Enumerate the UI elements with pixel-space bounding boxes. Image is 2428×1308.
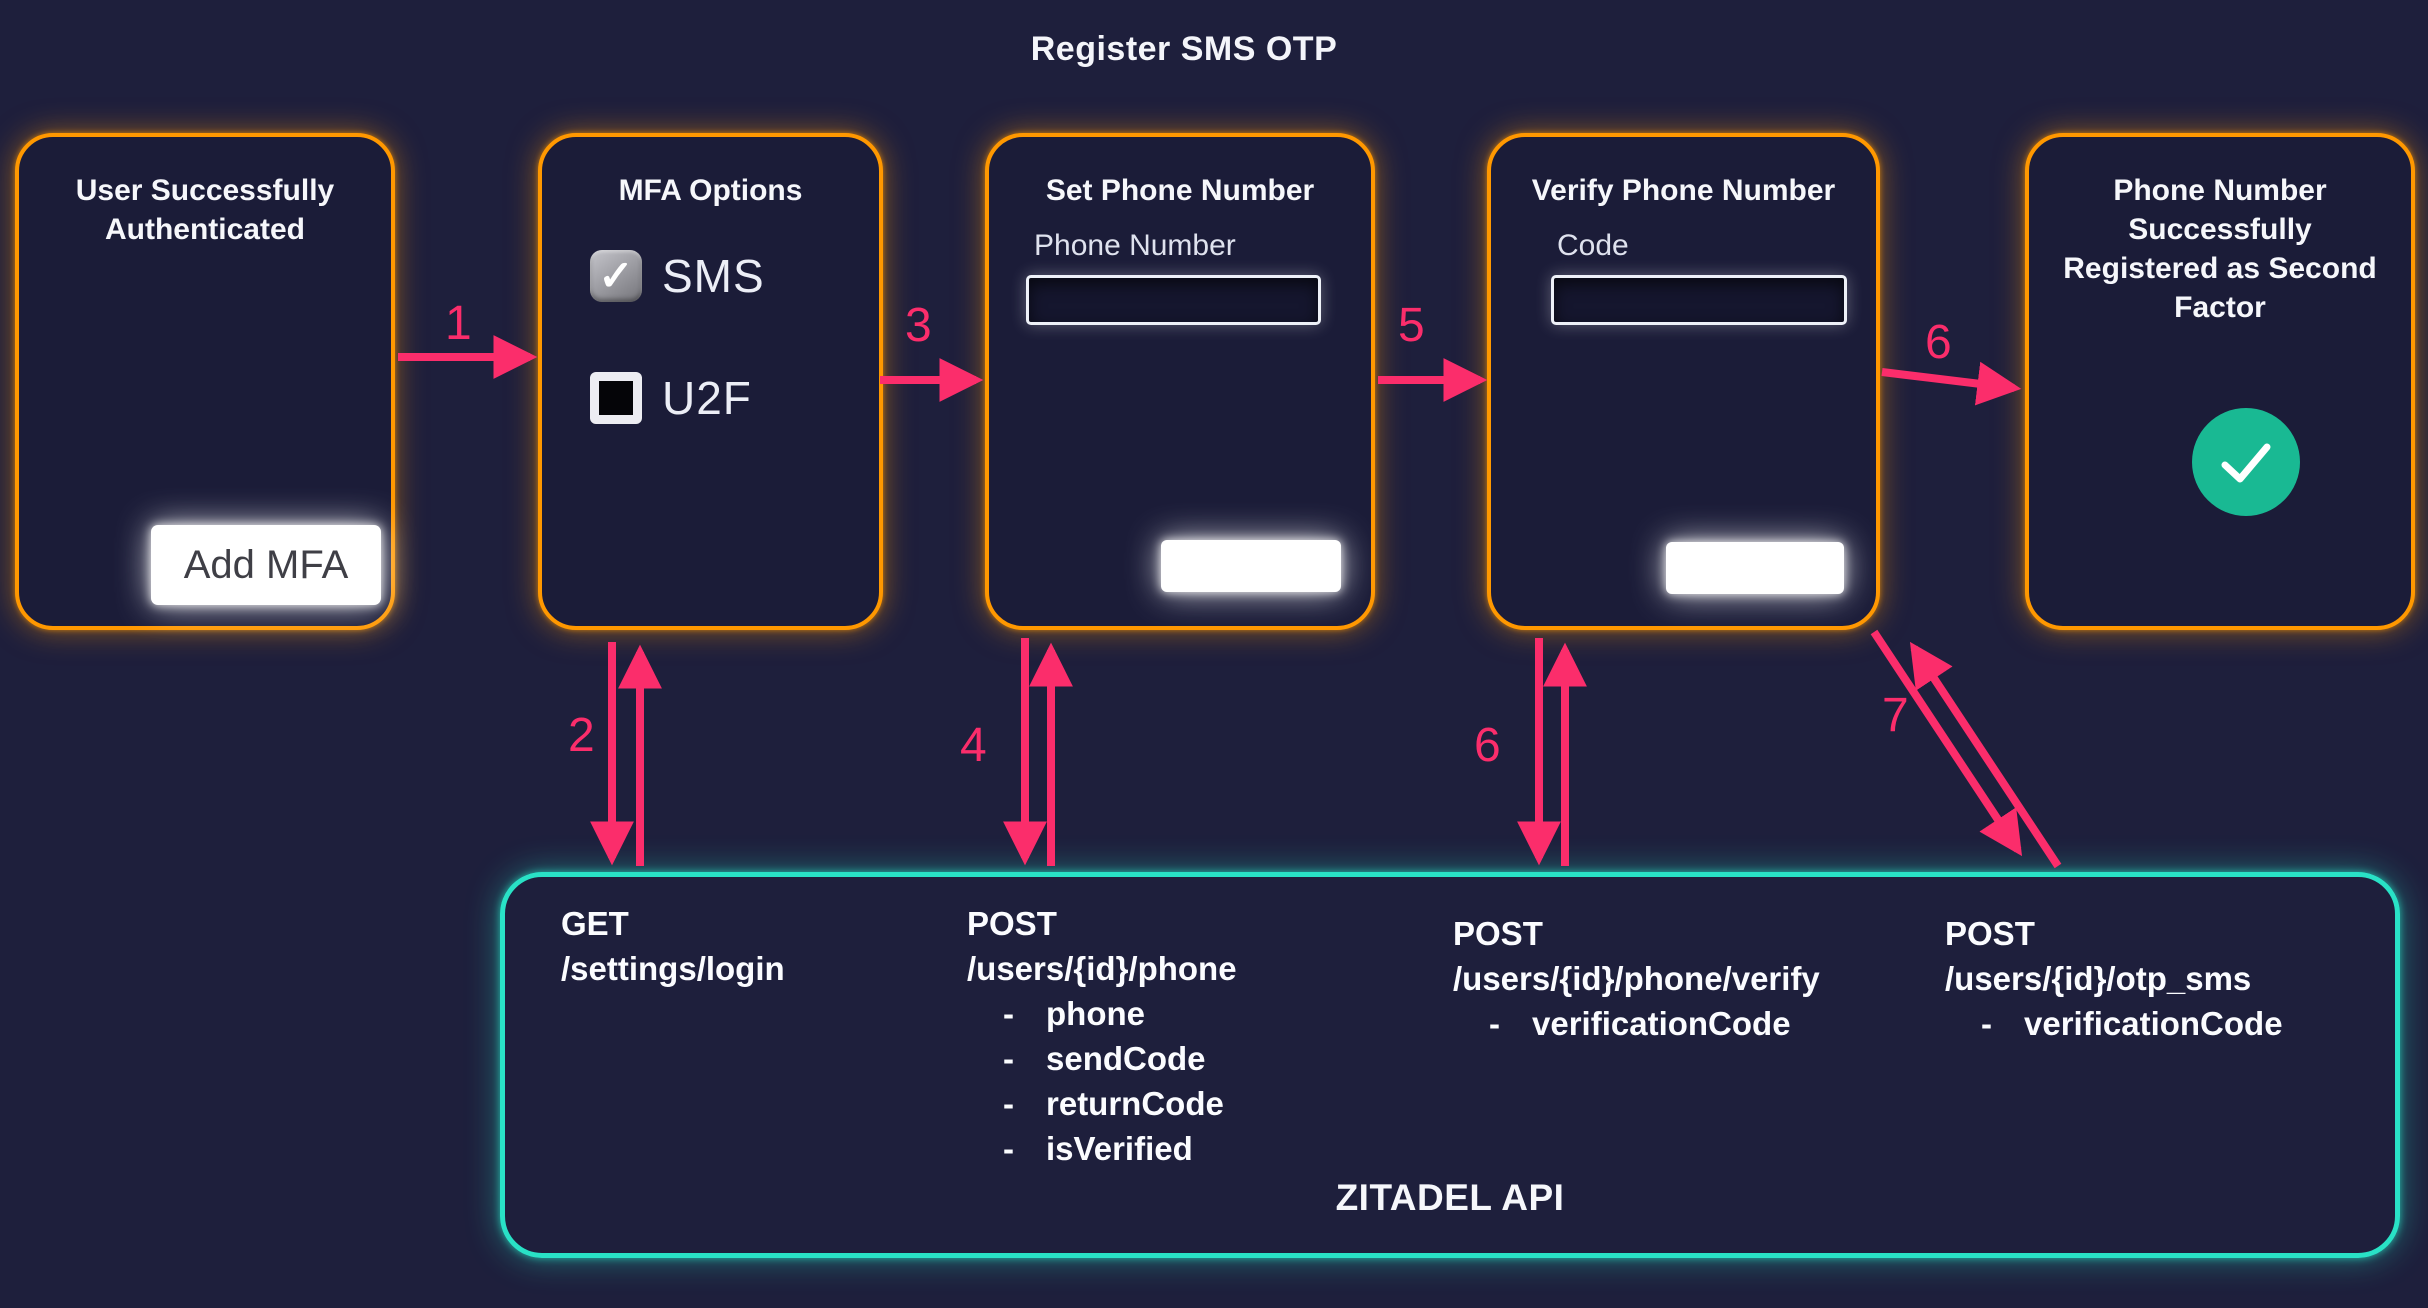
arrow-step6-flow	[1881, 361, 2022, 406]
step-label-6-flow: 6	[1925, 316, 1952, 369]
step-label-5: 5	[1398, 299, 1425, 352]
phone-number-input[interactable]	[1026, 275, 1321, 325]
endpoint-params: verificationCode	[1945, 1001, 2283, 1046]
verify-code-submit-button[interactable]	[1666, 542, 1844, 594]
endpoint-param: verificationCode	[1981, 1001, 2283, 1046]
card-title: Verify Phone Number	[1531, 174, 1836, 207]
http-method: POST	[1945, 915, 2035, 952]
success-check-icon	[2192, 408, 2300, 516]
step-label-1: 1	[445, 297, 472, 350]
square-icon	[599, 381, 633, 415]
endpoint-param: verificationCode	[1489, 1001, 1820, 1046]
mfa-option-label: SMS	[662, 250, 765, 302]
endpoint-param: phone	[1003, 991, 1237, 1036]
zitadel-api-box: GET /settings/login POST /users/{id}/pho…	[500, 872, 2400, 1258]
card-user-authenticated: User Successfully Authenticated Add MFA	[15, 133, 395, 630]
http-method: POST	[1453, 915, 1543, 952]
endpoint-path: /users/{id}/otp_sms	[1945, 960, 2252, 997]
endpoint-params: verificationCode	[1453, 1001, 1820, 1046]
set-phone-submit-button[interactable]	[1161, 540, 1341, 592]
endpoint-path: /users/{id}/phone	[967, 950, 1237, 987]
endpoint-param: returnCode	[1003, 1081, 1237, 1126]
code-input[interactable]	[1551, 275, 1847, 325]
endpoint-path: /users/{id}/phone/verify	[1453, 960, 1820, 997]
mfa-option-label: U2F	[662, 372, 752, 424]
mfa-option-sms: ✓ SMS	[590, 249, 765, 303]
page-title: Register SMS OTP	[1030, 30, 1338, 68]
card-verify-phone-number: Verify Phone Number Code	[1487, 133, 1880, 630]
card-title: User Successfully Authenticated	[75, 174, 335, 246]
zitadel-api-label: ZITADEL API	[1335, 1177, 1565, 1218]
card-set-phone-number: Set Phone Number Phone Number	[985, 133, 1375, 630]
endpoint-param: isVerified	[1003, 1126, 1237, 1171]
checkmark-glyph	[2221, 443, 2271, 483]
mfa-option-u2f: U2F	[590, 371, 752, 425]
card-title: MFA Options	[618, 174, 803, 207]
check-icon: ✓	[598, 252, 634, 299]
card-title: Set Phone Number	[1045, 174, 1315, 207]
arrow-step7-response	[1909, 641, 2062, 869]
endpoint-otp-sms: POST /users/{id}/otp_sms verificationCod…	[1945, 911, 2283, 1046]
step-label-6-api: 6	[1474, 719, 1501, 772]
http-method: POST	[967, 905, 1057, 942]
add-mfa-button[interactable]: Add MFA	[151, 525, 381, 605]
endpoint-settings-login: GET /settings/login	[561, 901, 785, 991]
endpoint-phone-verify: POST /users/{id}/phone/verify verificati…	[1453, 911, 1820, 1046]
sms-checkbox-checked[interactable]: ✓	[590, 250, 642, 302]
step-label-7: 7	[1882, 689, 1909, 742]
step-label-4: 4	[960, 719, 987, 772]
http-method: GET	[561, 905, 629, 942]
u2f-checkbox-unchecked[interactable]	[590, 372, 642, 424]
code-label: Code	[1557, 229, 1629, 262]
endpoint-param: sendCode	[1003, 1036, 1237, 1081]
endpoint-users-phone: POST /users/{id}/phone phone sendCode re…	[967, 901, 1237, 1171]
card-phone-registered: Phone Number Successfully Registered as …	[2025, 133, 2415, 630]
endpoint-path: /settings/login	[561, 950, 785, 987]
step-label-3: 3	[905, 299, 932, 352]
card-title: Phone Number Successfully Registered as …	[2063, 174, 2377, 324]
card-mfa-options: MFA Options ✓ SMS U2F	[538, 133, 883, 630]
endpoint-params: phone sendCode returnCode isVerified	[967, 991, 1237, 1171]
step-label-2: 2	[568, 709, 595, 762]
phone-number-label: Phone Number	[1034, 229, 1236, 262]
